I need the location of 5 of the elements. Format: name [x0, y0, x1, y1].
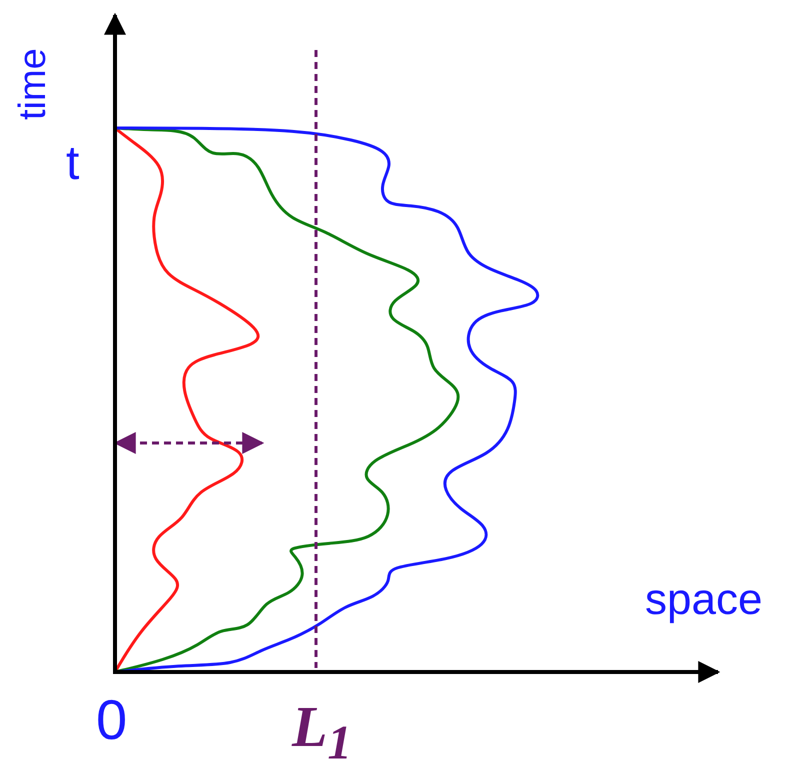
tick-label: t [66, 140, 80, 188]
axis-label: time [14, 48, 52, 120]
axis-label: space [645, 578, 762, 622]
tick-label: 0 [96, 692, 128, 748]
tick-label: L$_{1}$ [292, 698, 352, 768]
